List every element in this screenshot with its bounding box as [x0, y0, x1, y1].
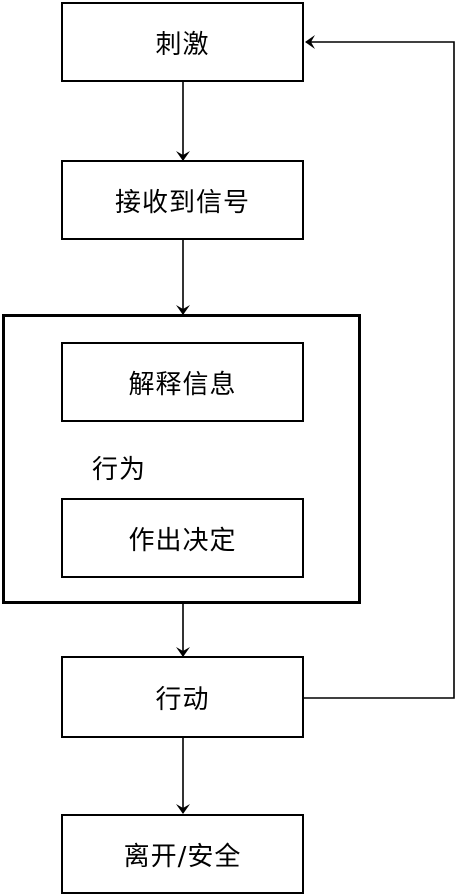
feedback-arrow-action-to-stimulus: [304, 35, 455, 699]
node-action: 行动: [61, 656, 304, 738]
node-interpret-info: 解释信息: [61, 342, 304, 422]
node-stimulus: 刺激: [61, 2, 304, 82]
behavior-group: [2, 314, 361, 604]
node-receive-signal: 接收到信号: [61, 160, 304, 240]
node-make-decision: 作出决定: [61, 498, 304, 578]
node-leave-safe: 离开/安全: [61, 814, 304, 894]
behavior-group-label: 行为: [92, 455, 147, 485]
